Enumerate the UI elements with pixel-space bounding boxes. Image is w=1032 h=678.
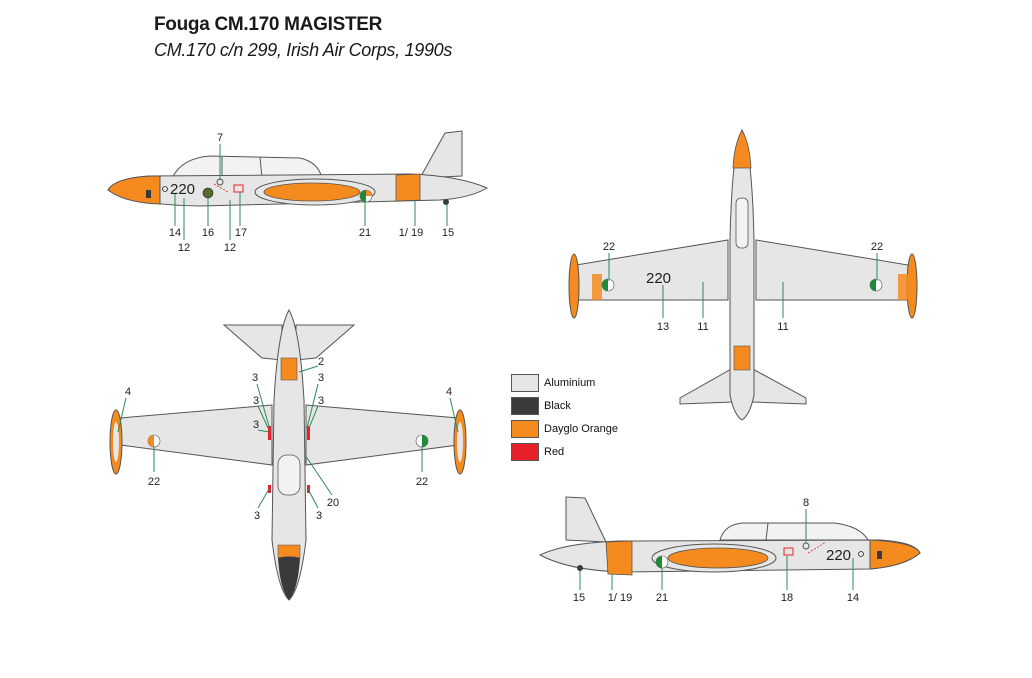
callout: 22 [416, 476, 428, 488]
callout: 22 [603, 241, 615, 253]
profile-subtitle: CM.170 c/n 299, Irish Air Corps, 1990s [154, 40, 453, 60]
wing-right [755, 239, 909, 301]
callout: 15 [573, 592, 585, 604]
callout: 3 [252, 372, 258, 384]
callout: 11 [777, 321, 788, 333]
callout: 3 [318, 395, 324, 407]
tailplane-right [750, 367, 807, 405]
color-legend: Aluminium Black Dayglo Orange Red [511, 371, 618, 463]
legend-label: Dayglo Orange [544, 422, 618, 435]
serial-top: 220 [646, 270, 671, 287]
callout: 21 [359, 227, 371, 239]
callout: 11 [697, 321, 708, 333]
legend-swatch [511, 396, 539, 415]
wing-left-bottom [119, 404, 273, 466]
callout: 21 [656, 592, 668, 604]
tailplane-left-bottom [222, 324, 283, 361]
callout: 3 [318, 372, 324, 384]
profile-title: Fouga CM.170 MAGISTER [154, 14, 383, 35]
serial-right: 220 [826, 547, 851, 564]
callout: 14 [169, 227, 181, 239]
legend-swatch [511, 373, 539, 392]
fuselage-top [729, 128, 755, 421]
callout: 18 [781, 592, 793, 604]
callout: 3 [253, 419, 259, 431]
top-view: 220 22 13 11 11 22 [568, 128, 918, 421]
tailplane-right-bottom [295, 324, 356, 361]
wing-right-bottom [305, 404, 459, 466]
callout: 4 [125, 386, 131, 398]
legend-label: Black [544, 399, 571, 412]
left-side-view: 220 7 14 12 16 12 17 21 1/ 19 15 [107, 130, 489, 254]
canopy [171, 155, 323, 179]
callout: 3 [254, 510, 260, 522]
callout: 3 [316, 510, 322, 522]
callout: 3 [253, 395, 259, 407]
callout: 4 [446, 386, 452, 398]
tail-band [395, 173, 421, 202]
callout: 17 [235, 227, 247, 239]
legend-item: Black [511, 394, 618, 417]
callout: 15 [442, 227, 454, 239]
callout: 22 [871, 241, 883, 253]
tailplane-left [679, 367, 734, 405]
callout: 12 [224, 242, 236, 254]
legend-item: Dayglo Orange [511, 417, 618, 440]
nose-orange [107, 175, 161, 205]
callout: 12 [178, 242, 190, 254]
right-side-view: 220 8 15 1/ 19 21 18 14 [538, 496, 921, 604]
callout: 1/ 19 [608, 592, 632, 604]
legend-swatch [511, 442, 539, 461]
callout: 7 [217, 132, 223, 144]
canopy-right [719, 522, 869, 541]
legend-label: Aluminium [544, 376, 596, 389]
tail-fin [419, 130, 463, 179]
legend-label: Red [544, 445, 565, 458]
callout: 22 [148, 476, 160, 488]
callout: 16 [202, 227, 214, 239]
legend-item: Red [511, 440, 618, 463]
legend-swatch [511, 419, 539, 438]
callout: 1/ 19 [399, 227, 423, 239]
callout: 20 [327, 497, 339, 509]
bottom-view: 4 22 3 3 3 2 3 3 20 3 3 4 22 [109, 308, 467, 601]
legend-item: Aluminium [511, 371, 618, 394]
callout: 8 [803, 497, 809, 509]
callout: 2 [318, 356, 324, 368]
callout: 13 [657, 321, 669, 333]
serial-left: 220 [170, 181, 195, 198]
tail-fin-right [565, 496, 607, 543]
callout: 14 [847, 592, 859, 604]
